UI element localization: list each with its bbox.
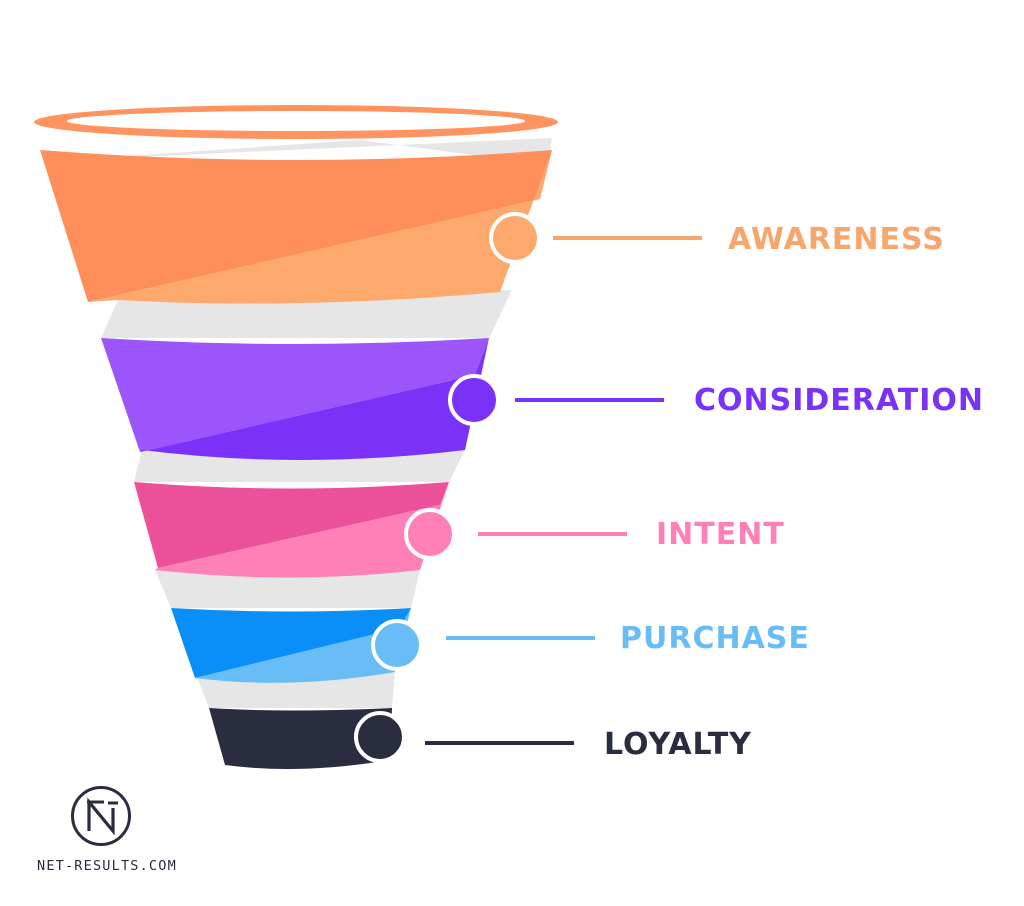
gray-band-3	[155, 570, 420, 608]
awareness-marker	[489, 212, 541, 264]
funnel-stage-awareness	[34, 105, 558, 304]
awareness-band-dark	[40, 150, 552, 302]
loyalty-band	[209, 708, 392, 769]
stage-labels: AWARENESS CONSIDERATION INTENT PURCHASE …	[604, 222, 984, 762]
consideration-band-light	[101, 338, 489, 452]
loyalty-marker	[354, 711, 406, 763]
funnel-stage-consideration	[101, 338, 489, 460]
purchase-band-light	[195, 608, 411, 683]
consideration-marker	[448, 374, 500, 426]
gray-band-top	[70, 138, 552, 165]
consideration-band-dark	[140, 338, 489, 460]
stage-label-intent: INTENT	[656, 517, 785, 552]
gray-band-2	[134, 450, 465, 482]
stage-label-purchase: PURCHASE	[620, 621, 810, 656]
funnel-rim-inner	[67, 111, 525, 131]
n-logo-icon	[71, 786, 131, 846]
purchase-marker	[371, 619, 423, 671]
awareness-band-light	[88, 150, 552, 304]
callouts	[354, 212, 702, 763]
funnel-stage-intent	[134, 482, 449, 578]
stage-label-awareness: AWARENESS	[728, 222, 945, 257]
intent-band-dark	[134, 482, 449, 568]
intent-band-light	[155, 482, 449, 578]
intent-marker	[404, 508, 456, 560]
stage-label-consideration: CONSIDERATION	[694, 383, 984, 418]
funnel-stage-purchase	[171, 608, 411, 683]
purchase-band-dark	[171, 608, 411, 678]
funnel-stage-loyalty	[209, 708, 392, 769]
stage-label-loyalty: LOYALTY	[604, 727, 752, 762]
brand-url: NET-RESULTS.COM	[37, 858, 177, 874]
